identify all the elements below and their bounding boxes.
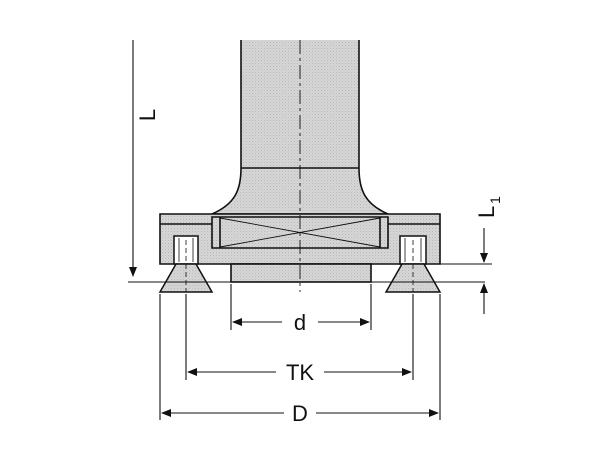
right-screw (384, 235, 442, 293)
left-screw (158, 235, 214, 293)
label-TK: TK (286, 360, 314, 385)
ring-hatch-2 (219, 217, 381, 248)
dimension-d (230, 284, 372, 330)
dimension-L1 (440, 228, 492, 314)
label-L: L (135, 109, 160, 121)
label-L1: L 1 (474, 196, 503, 218)
pilot-boss (230, 263, 372, 283)
label-L1-main: L (474, 206, 499, 218)
label-d: d (294, 310, 306, 335)
dimension-L (128, 40, 485, 283)
left-screw-head (158, 263, 214, 293)
dimension-TK (185, 294, 414, 380)
right-screw-head (384, 263, 442, 293)
dimension-D (159, 294, 441, 420)
label-L1-sub: 1 (487, 196, 503, 204)
label-D: D (292, 401, 308, 426)
